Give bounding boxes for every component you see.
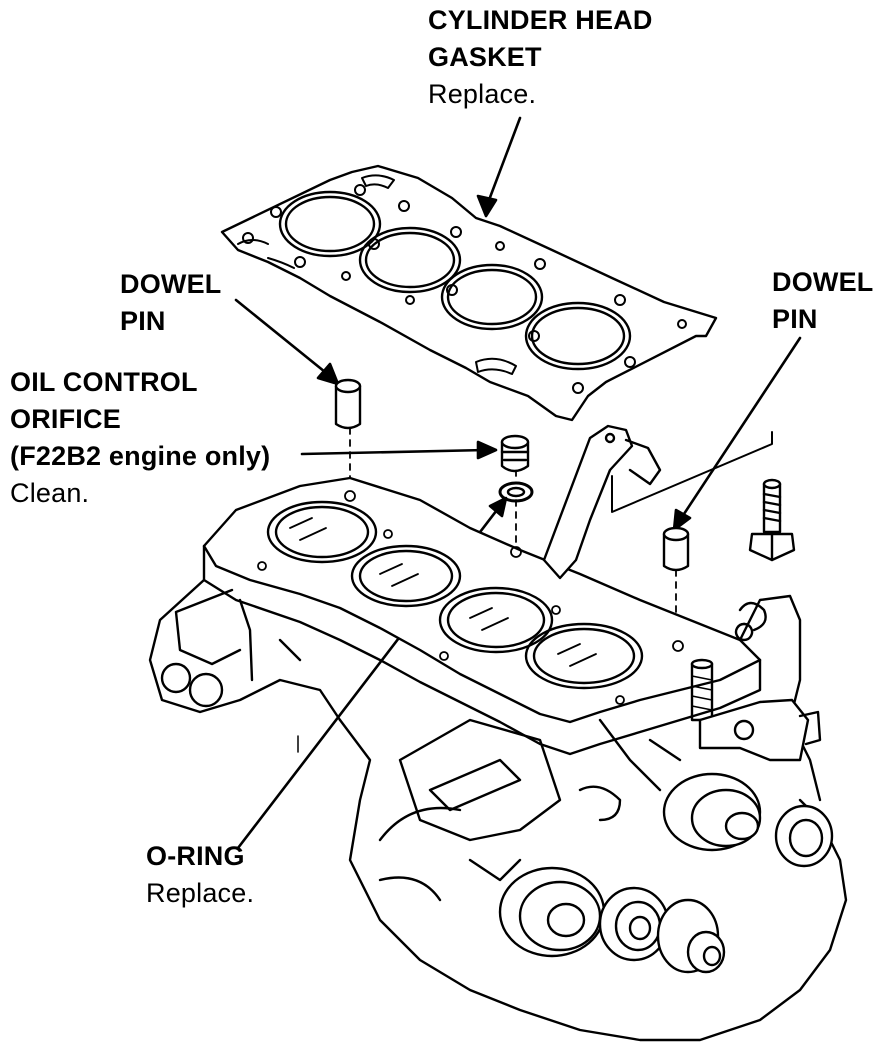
- orifice-line2: ORIFICE: [10, 404, 121, 434]
- orifice-line3: (F22B2 engine only): [10, 441, 271, 471]
- pulley-lower-left: [498, 866, 606, 958]
- engine-block: [148, 424, 848, 1042]
- gasket-label-line2: GASKET: [428, 42, 542, 72]
- gasket-label: CYLINDER HEAD GASKET Replace.: [428, 2, 653, 113]
- pulley-lower-right: [656, 898, 726, 974]
- head-bolt: [748, 478, 796, 562]
- dowel-left-line2: PIN: [120, 306, 166, 336]
- dowel-pin-right-label: DOWEL PIN: [772, 264, 874, 338]
- dowel-pin-left-label: DOWEL PIN: [120, 266, 222, 340]
- dowel-left-line1: DOWEL: [120, 269, 222, 299]
- oil-control-orifice: [500, 434, 530, 473]
- gasket-label-note: Replace.: [428, 79, 537, 109]
- dowel-pin-left: [334, 378, 362, 430]
- orifice-note: Clean.: [10, 478, 90, 508]
- o-ring: [498, 481, 534, 503]
- o-ring-label: O-RING Replace.: [146, 838, 254, 912]
- orifice-line1: OIL CONTROL: [10, 367, 198, 397]
- pulley-upper: [662, 772, 834, 868]
- dowel-right-line1: DOWEL: [772, 267, 874, 297]
- dowel-right-line2: PIN: [772, 304, 818, 334]
- dowel-pin-right: [662, 526, 690, 572]
- pulley-lower-mid: [598, 886, 670, 962]
- o-ring-line1: O-RING: [146, 841, 245, 871]
- o-ring-note: Replace.: [146, 878, 255, 908]
- gasket-label-line1: CYLINDER HEAD: [428, 5, 653, 35]
- cylinder-head-gasket: [220, 164, 718, 422]
- orifice-label: OIL CONTROL ORIFICE (F22B2 engine only) …: [10, 364, 270, 512]
